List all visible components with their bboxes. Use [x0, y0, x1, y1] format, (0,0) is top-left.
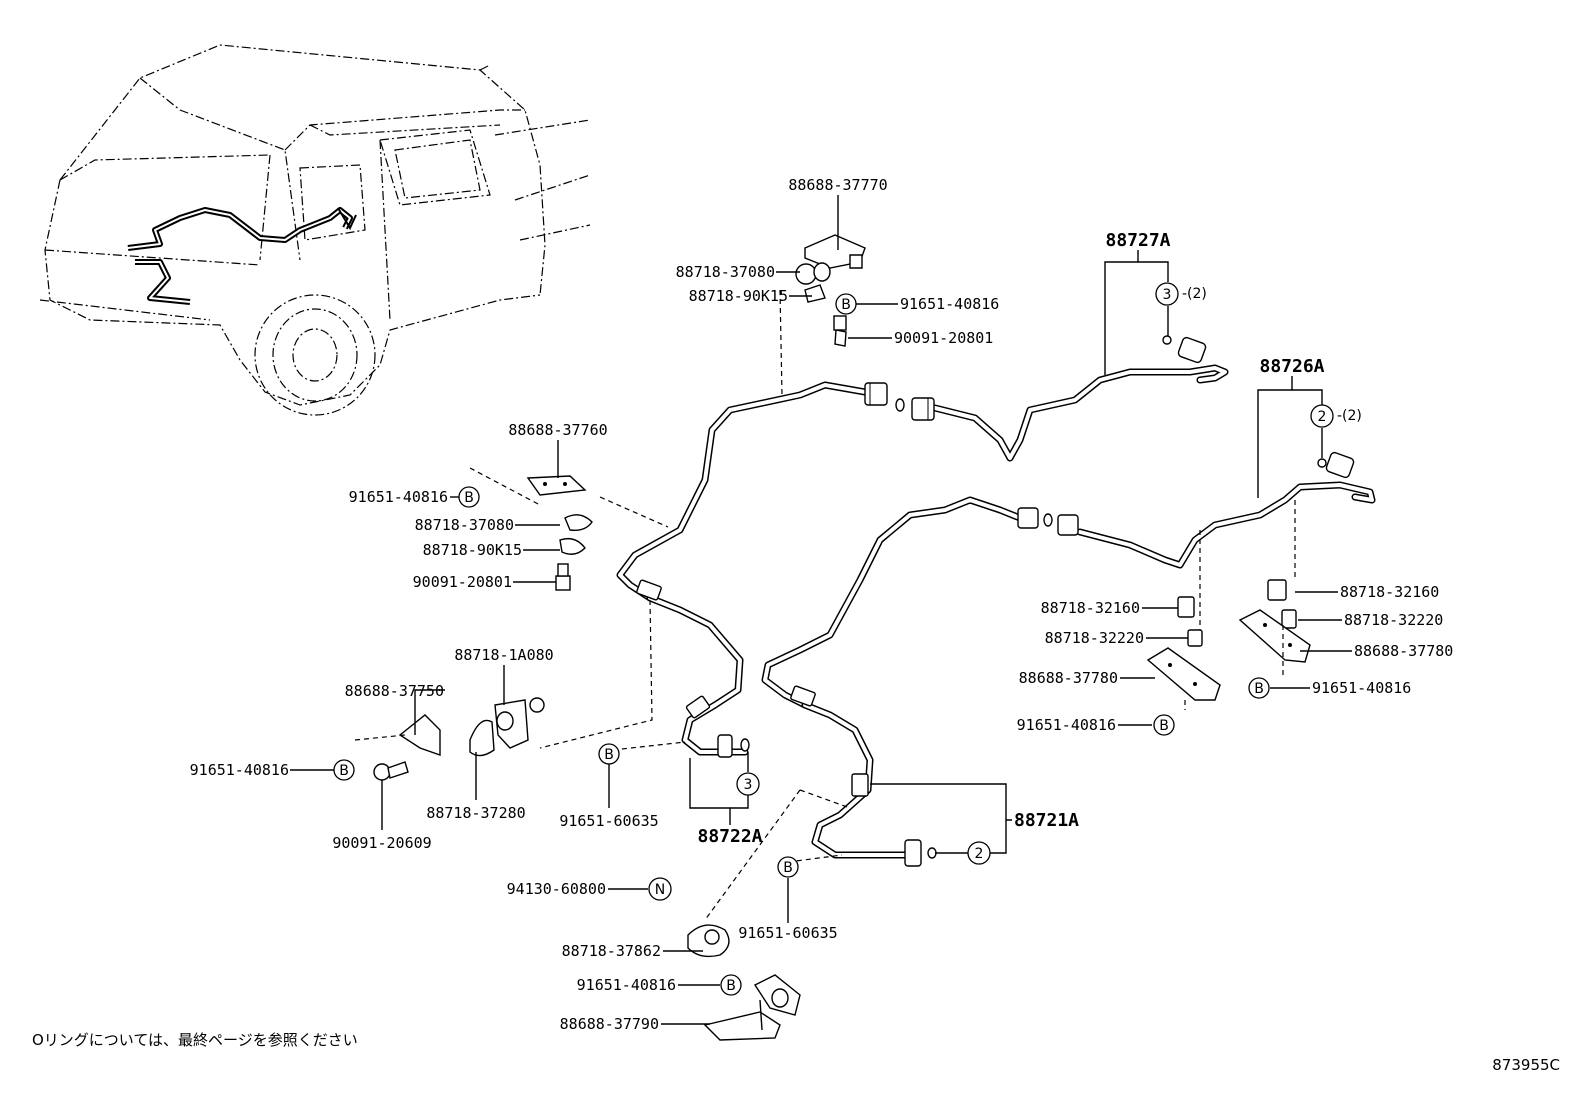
symbol-n-text: N [655, 882, 665, 898]
bottom-clamp-group [687, 924, 801, 1041]
part-label-88688-37760: 88688-37760 [508, 421, 607, 439]
symbol-b-text: B [783, 860, 793, 876]
symbol-n: N [648, 877, 672, 901]
part-label-88727A: 88727A [1105, 230, 1170, 251]
pipe-fittings [636, 335, 1355, 867]
symbol-two-text: 2 [1318, 409, 1327, 425]
part-label-88718-37280: 88718-37280 [426, 804, 525, 822]
part-label-88688-37750: 88688-37750 [345, 682, 444, 700]
symbol-three-88722A: 3 [736, 772, 760, 796]
part-label-88718-32160: 88718-32160 [1340, 583, 1439, 601]
symbol-b-left: B [458, 486, 480, 508]
part-label-90091-20609: 90091-20609 [332, 834, 431, 852]
part-label-88688-37780: 88688-37780 [1354, 642, 1453, 660]
symbol-b-top: B [835, 293, 857, 315]
bracket-88688-37750-group [373, 697, 545, 781]
symbol-b-text: B [726, 978, 736, 994]
part-label-90091-20801: 90091-20801 [894, 329, 993, 347]
o-ring-note: Oリングについては、最終ページを参照ください [32, 1031, 358, 1049]
pipe-upper [616, 364, 1229, 602]
symbol-b-text: B [1254, 681, 1264, 697]
part-label-88718-32220: 88718-32220 [1045, 629, 1144, 647]
symbol-b-text: B [1159, 718, 1169, 734]
part-label-88718-37080: 88718-37080 [676, 263, 775, 281]
part-label-91651-40816: 91651-40816 [900, 295, 999, 313]
part-label-88688-37790: 88688-37790 [560, 1015, 659, 1033]
vehicle-sketch [39, 44, 591, 416]
part-label-88688-37780: 88688-37780 [1019, 669, 1118, 687]
part-label-88718-37080: 88718-37080 [415, 516, 514, 534]
leader-lines [290, 195, 1352, 1025]
part-label-88718-37862: 88718-37862 [562, 942, 661, 960]
symbol-b-bottom: B [720, 974, 742, 996]
symbol-b-text: B [841, 297, 851, 313]
top-clamp-group [795, 234, 866, 347]
part-label-91651-40816: 91651-40816 [190, 761, 289, 779]
part-label-91651-60635: 91651-60635 [559, 812, 658, 830]
symbol-b-text: B [604, 747, 614, 763]
part-label-88721A: 88721A [1014, 810, 1079, 831]
part-label-91651-60635: 91651-60635 [738, 924, 837, 942]
symbol-b-mid-right: B [1153, 714, 1175, 736]
part-label-88726A: 88726A [1259, 356, 1324, 377]
symbol-b-text: B [464, 490, 474, 506]
symbol-three-88727A: 3 -(2) [1155, 282, 1207, 306]
symbol-three-text: 3 [744, 777, 753, 793]
symbol-two-88721A: 2 [967, 841, 991, 865]
symbol-b-88721A: B [777, 856, 799, 878]
part-labels: 88688-37770 88718-37080 88718-90K15 9165… [190, 176, 1454, 1033]
part-label-91651-40816: 91651-40816 [1017, 716, 1116, 734]
pipe-lower [761, 481, 1376, 709]
part-label-91651-40816: 91651-40816 [577, 976, 676, 994]
symbol-two-text: 2 [975, 846, 984, 862]
part-label-88722A: 88722A [697, 826, 762, 847]
part-label-88718-32160: 88718-32160 [1041, 599, 1140, 617]
symbol-b-88722A: B [598, 743, 620, 765]
symbol-b-right: B [1248, 677, 1270, 699]
part-label-88688-37770: 88688-37770 [788, 176, 887, 194]
symbol-b-far-left: B [333, 759, 355, 781]
part-label-91651-40816: 91651-40816 [349, 488, 448, 506]
part-label-91651-40816: 91651-40816 [1312, 679, 1411, 697]
part-label-94130-60800: 94130-60800 [507, 880, 606, 898]
left-clamp-group [526, 475, 593, 591]
symbol-b-text: B [339, 763, 349, 779]
part-label-88718-1A080: 88718-1A080 [454, 646, 553, 664]
assembly-lines [354, 289, 1296, 921]
right-clamp-groups [1146, 579, 1311, 701]
part-label-88718-32220: 88718-32220 [1344, 611, 1443, 629]
qty-text: -(2) [1182, 286, 1207, 302]
illustration-reference-code: 873955C [1492, 1056, 1560, 1074]
vehicle-pipe-route [127, 207, 357, 305]
symbol-two-88726A: 2 -(2) [1310, 404, 1362, 428]
pipe-88721A-assembly [801, 701, 909, 859]
symbol-three-text: 3 [1163, 287, 1172, 303]
pipe-88722A-assembly [646, 594, 749, 756]
qty-text: -(2) [1337, 408, 1362, 424]
part-label-88718-90K15: 88718-90K15 [423, 541, 522, 559]
part-label-88718-90K15: 88718-90K15 [689, 287, 788, 305]
part-label-90091-20801: 90091-20801 [413, 573, 512, 591]
